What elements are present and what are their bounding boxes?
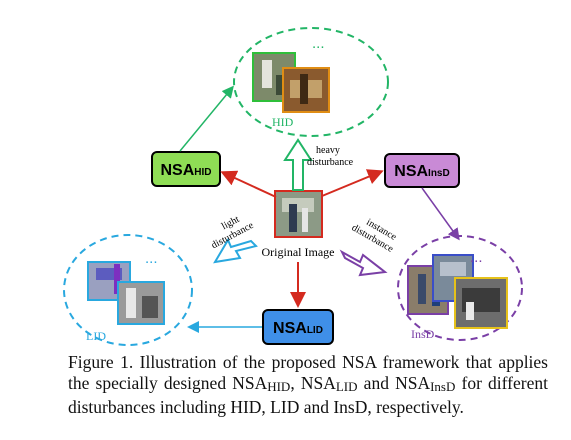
hid-cluster-ellipse <box>233 27 389 137</box>
nsa-hid-box: NSAHID <box>151 151 221 187</box>
nsa-insd-main: NSA <box>394 163 428 180</box>
nsa-lid-sub: LID <box>307 325 323 336</box>
instance-disturbance-label: instance disturbance <box>350 212 402 255</box>
nsa-lid-box: NSALID <box>262 309 334 345</box>
figure-caption: Figure 1. Illustration of the proposed N… <box>68 352 548 418</box>
caption-sub-insd: InsD <box>430 379 456 394</box>
original-image-label: Original Image <box>262 245 335 259</box>
arrow-to-nsa-hid <box>220 170 277 198</box>
caption-sub-lid: LID <box>335 379 358 394</box>
light-disturbance-arrow <box>213 237 258 264</box>
insd-cluster: ... InsD <box>397 235 523 341</box>
lid-cluster: ... LID <box>63 234 193 346</box>
hid-ellipsis: ... <box>312 35 325 52</box>
svg-text:instance disturbance: instance disturbance <box>350 212 402 255</box>
nsa-lid-main: NSA <box>273 320 307 337</box>
hid-cluster-label: HID <box>272 115 294 129</box>
caption-part-2: , NSA <box>290 373 336 393</box>
arrow-hid-to-cluster <box>179 85 234 152</box>
lid-cluster-label: LID <box>86 329 106 343</box>
heavy-disturbance-label: heavy disturbance <box>307 145 354 168</box>
caption-sub-hid: HID <box>267 379 291 394</box>
hid-cluster: ... HID <box>233 27 389 137</box>
framework-figure: ... HID ... LID ... InsD NSAHID <box>63 27 523 346</box>
nsa-hid-main: NSA <box>160 162 194 179</box>
insd-cluster-ellipse <box>397 235 523 341</box>
lid-ellipsis: ... <box>145 250 158 267</box>
insd-ellipsis: ... <box>470 249 483 266</box>
lid-cluster-ellipse <box>63 234 193 346</box>
insd-cluster-label: InsD <box>411 327 435 341</box>
svg-text:NSALID: NSALID <box>273 320 323 337</box>
caption-part-3: and NSA <box>357 373 431 393</box>
caption-part-4: for different disturbances including HID… <box>68 373 548 417</box>
nsa-insd-sub: InsD <box>428 168 450 179</box>
original-image: Original Image <box>262 190 335 259</box>
instance-disturbance-arrow <box>339 249 388 277</box>
svg-text:NSAInsD: NSAInsD <box>394 163 449 180</box>
nsa-insd-box: NSAInsD <box>384 153 460 188</box>
heavy-disturbance-arrow <box>283 138 313 191</box>
arrow-to-nsa-insd <box>321 169 384 197</box>
nsa-hid-sub: HID <box>194 167 211 178</box>
svg-text:NSAHID: NSAHID <box>160 162 211 179</box>
arrow-insd-to-cluster <box>421 187 460 241</box>
caption-part-1: Figure 1. Illustration of the proposed N… <box>68 352 548 393</box>
